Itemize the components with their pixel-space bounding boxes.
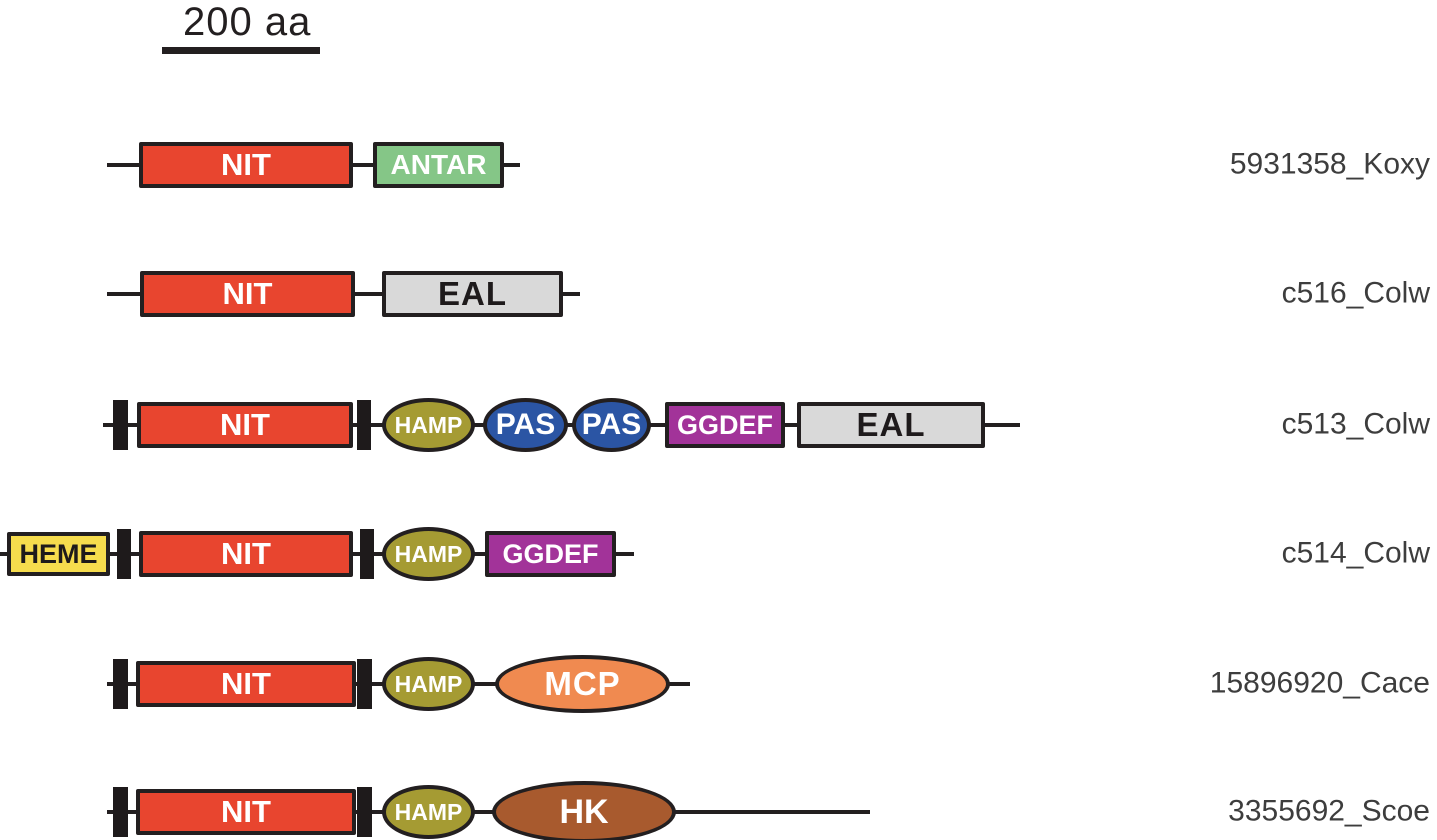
domain-hamp: HAMP bbox=[382, 785, 475, 839]
domain-eal: EAL bbox=[797, 402, 985, 448]
domain-heme: HEME bbox=[7, 532, 110, 576]
scale-bar-label: 200 aa bbox=[183, 0, 312, 44]
tm-segment bbox=[357, 400, 371, 450]
backbone-line bbox=[107, 810, 870, 814]
tm-segment bbox=[360, 529, 374, 579]
protein-label: c514_Colw bbox=[1281, 536, 1430, 570]
domain-hk: HK bbox=[492, 781, 676, 840]
domain-nit: NIT bbox=[136, 661, 356, 707]
protein-label: 15896920_Cace bbox=[1209, 666, 1430, 700]
protein-label: c513_Colw bbox=[1281, 407, 1430, 441]
tm-segment bbox=[113, 400, 128, 450]
protein-label: 3355692_Scoe bbox=[1228, 794, 1430, 828]
domain-hamp: HAMP bbox=[382, 398, 475, 452]
domain-pas: PAS bbox=[572, 398, 651, 452]
domain-nit: NIT bbox=[137, 402, 353, 448]
domain-antar: ANTAR bbox=[373, 142, 504, 188]
domain-hamp: HAMP bbox=[382, 527, 475, 581]
scale-bar-line bbox=[162, 47, 320, 54]
tm-segment bbox=[357, 659, 372, 709]
tm-segment bbox=[113, 787, 128, 837]
domain-nit: NIT bbox=[136, 789, 356, 835]
domain-nit: NIT bbox=[139, 142, 353, 188]
protein-label: 5931358_Koxy bbox=[1229, 147, 1430, 181]
domain-ggdef: GGDEF bbox=[665, 402, 785, 448]
tm-segment bbox=[357, 787, 372, 837]
domain-mcp: MCP bbox=[495, 655, 670, 713]
domain-nit: NIT bbox=[139, 531, 353, 577]
tm-segment bbox=[113, 659, 128, 709]
tm-segment bbox=[117, 529, 131, 579]
domain-ggdef: GGDEF bbox=[485, 531, 616, 577]
domain-eal: EAL bbox=[382, 271, 563, 317]
domain-nit: NIT bbox=[140, 271, 355, 317]
domain-hamp: HAMP bbox=[382, 657, 475, 711]
domain-pas: PAS bbox=[483, 398, 568, 452]
protein-label: c516_Colw bbox=[1281, 276, 1430, 310]
